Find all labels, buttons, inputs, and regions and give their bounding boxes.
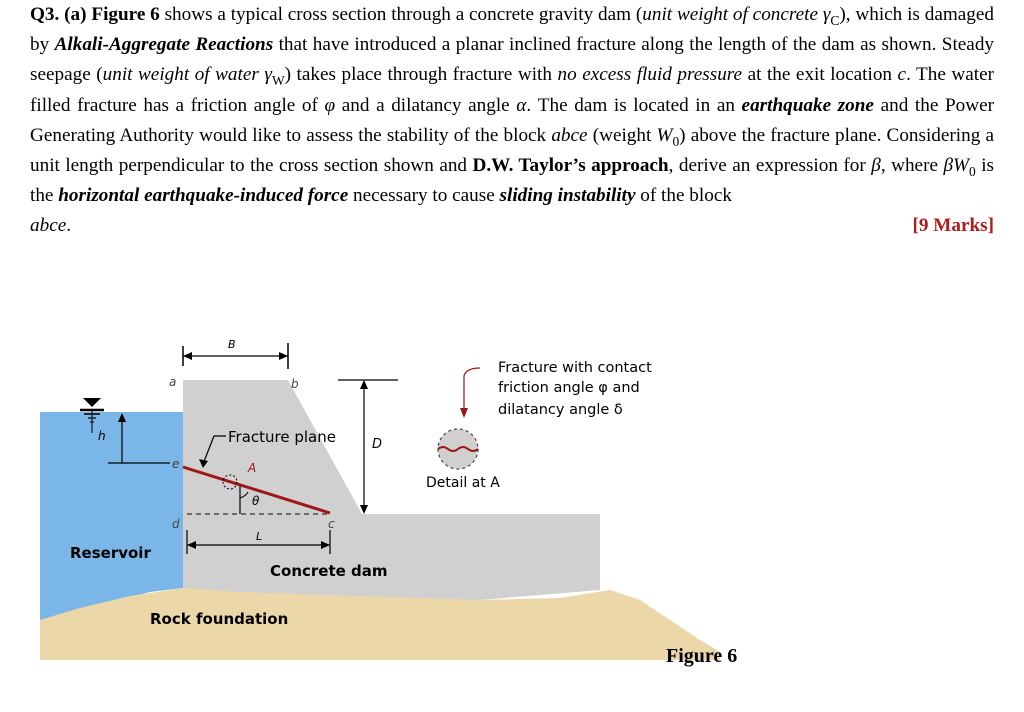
subscript: 0 <box>672 133 680 149</box>
q-text: necessary to cause <box>348 185 500 207</box>
label-a: a <box>169 375 176 389</box>
label-A: A <box>247 461 256 475</box>
rock-foundation-label: Rock foundation <box>150 610 288 628</box>
q-emphasis: sliding instability <box>499 185 636 207</box>
q-text: ) above the fracture plane. Considering … <box>30 124 994 177</box>
reservoir-label: Reservoir <box>70 544 151 562</box>
subscript: C <box>830 12 840 28</box>
detail-circle-small <box>222 474 238 490</box>
phi-symbol: φ <box>324 94 336 116</box>
label-e: e <box>172 457 179 471</box>
q-emphasis: Alkali-Aggregate Reactions <box>54 34 274 56</box>
q-text: shows a typical cross section through a … <box>159 4 643 25</box>
marks-label: [9 Marks] <box>912 215 994 237</box>
label-c: c <box>328 517 335 531</box>
q-text: is the <box>30 155 994 207</box>
gamma-w-symbol: γ <box>264 64 272 86</box>
beta-symbol: β <box>871 155 881 177</box>
q-text: at the exit location <box>742 64 898 86</box>
label-b: b <box>291 377 299 391</box>
subscript: 0 <box>969 163 976 179</box>
label-theta: θ <box>252 494 260 508</box>
w0-symbol: W <box>656 124 673 146</box>
q-text: unit weight of water <box>102 64 259 86</box>
q-text: ) takes place through fracture with <box>284 64 558 86</box>
q-text: , where <box>880 155 944 177</box>
q-emphasis: D.W. Taylor’s approach <box>472 155 669 177</box>
q-text: (weight <box>587 124 657 146</box>
detail-at-label: Detail at A <box>426 475 500 491</box>
q-text: ), which is damaged by <box>30 4 994 56</box>
q-text: no excess fluid pressure <box>557 64 743 86</box>
question-text: Q3. (a) Figure 6 shows a typical cross s… <box>30 0 994 242</box>
detail-text-3: dilatancy angle δ <box>498 402 623 418</box>
label-B: B <box>228 338 236 351</box>
detail-text-2: friction angle φ and <box>498 380 640 396</box>
rock-foundation <box>40 588 720 660</box>
subscript: W <box>271 73 285 89</box>
q-text: that have introduced a planar inclined f… <box>30 34 995 86</box>
label-h: h <box>98 429 106 443</box>
q-text: c <box>897 64 907 86</box>
q-text: and the Power Generating Authority would… <box>30 94 994 146</box>
q-emphasis: earthquake zone <box>741 94 874 116</box>
figure-ref: Figure 6 <box>91 4 160 25</box>
q-emphasis: horizontal earthquake-induced force <box>58 185 349 207</box>
q-text: . <box>66 215 72 237</box>
q-text: . The dam is located in an <box>526 94 742 116</box>
water-level-triangle <box>83 398 101 407</box>
q-text: . The water filled fracture has a fricti… <box>30 64 995 116</box>
reservoir-water <box>40 412 183 620</box>
fracture-plane-label: Fracture plane <box>228 428 336 446</box>
label-D: D <box>372 437 382 452</box>
question-id: Q3. (a) <box>30 4 87 25</box>
label-L: L <box>256 530 262 543</box>
gamma-c-symbol: γ <box>822 4 831 25</box>
q-text: , derive an expression for <box>668 155 872 177</box>
q-text: abce <box>551 124 588 146</box>
detail-text-1: Fracture with contact <box>498 360 652 376</box>
figure-caption: Figure 6 <box>666 645 738 667</box>
fracture-line <box>182 465 331 515</box>
label-d: d <box>172 517 180 531</box>
q-text: unit weight of concrete <box>642 4 819 25</box>
concrete-dam-label: Concrete dam <box>270 562 388 580</box>
alpha-symbol: α <box>516 94 527 116</box>
q-text: and a dilatancy angle <box>335 94 517 116</box>
q-text: of the block <box>635 185 732 207</box>
q-text: abce <box>30 215 67 237</box>
beta-w0-symbol: βW <box>943 155 969 177</box>
